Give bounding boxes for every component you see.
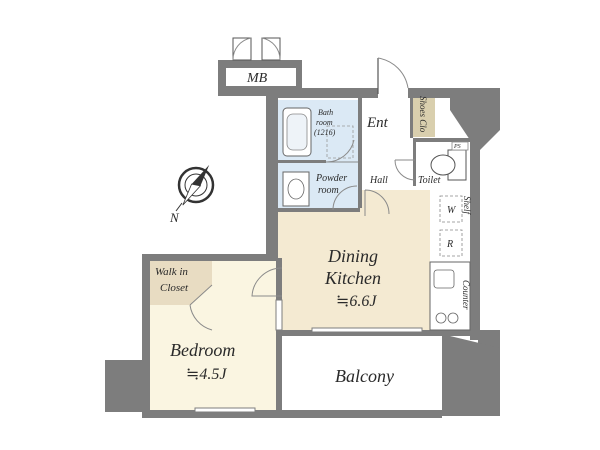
fridge-r-label: R [446,239,453,250]
dining-label: Dining [327,246,378,266]
walk-in-closet-floor [150,260,212,305]
bathroom-size-label: (1216) [314,128,336,137]
powder-room-label-2: room [318,185,339,196]
wall-bedroom-corner [105,360,142,412]
wall-mb-right [296,60,302,96]
entrance-label: Ent [366,115,389,131]
wall-dining-bottom [278,330,478,336]
balcony-floor [282,336,442,412]
wall-top [266,88,378,98]
fixtures [282,107,471,331]
wall-right-corner [450,88,500,150]
wash-basin-icon [282,171,310,207]
counter-label: Counter [461,280,471,310]
bathroom-label-2: room [316,118,333,127]
floor-fills [150,92,475,412]
mb-label: MB [246,71,268,86]
powder-door-icon [332,185,358,211]
hall-label: Hall [369,175,388,186]
closet-door-icon [189,284,213,331]
wall-mb-left [218,60,226,96]
toilet-icon [430,149,467,181]
walls [105,60,500,418]
toilet-door-icon [394,159,416,181]
bedroom-label: Bedroom [170,340,235,360]
wall-bath-mid [278,160,326,163]
compass-north-label: N [169,210,180,225]
window-bedroom-bottom [194,407,256,413]
balcony-label: Balcony [335,366,394,386]
washer-icon [326,125,354,159]
shoes-closet-floor [413,92,435,137]
wall-top-right [408,88,450,98]
doors [189,37,416,331]
bathroom-label-1: Bath [318,108,333,117]
shelf-label: Shelf [462,196,472,215]
bathtub-icon [282,107,312,157]
fridge-space-r [439,229,463,257]
compass-icon [175,164,215,212]
wall-bedroom-left [142,258,150,412]
room-labels: MB Ent Shoes Clo Bath room (1216) PS Pow… [155,71,472,386]
wall-bath-right [358,98,362,208]
washer-space-w [439,195,463,223]
window-bedroom-right [275,299,283,331]
ps-box [451,141,469,151]
window-dining-bottom [311,327,423,333]
toilet-label: Toilet [418,175,441,186]
wall-shoes [410,92,413,138]
wall-bottom [142,410,442,418]
wall-upper-left [266,88,278,258]
ps-label: PS [453,144,461,150]
entrance-door-icon [377,57,409,94]
dining-kitchen-floor [278,210,430,330]
wall-right-lower [478,330,500,348]
powder-room-label-1: Powder [315,173,347,184]
mb-door-icon [232,37,281,61]
shoes-closet-label: Shoes Clo [418,96,428,133]
wall-bedroom-top [142,254,278,261]
washer-w-label: W [447,205,457,216]
hall-door-icon [364,189,390,216]
kitchen-counter [429,261,471,331]
walk-in-closet-label-1: Walk in [155,266,188,278]
wall-toilet-top [415,138,473,142]
bedroom-size-label: ≒4.5J [186,366,227,383]
windows [194,299,423,413]
wall-toilet-left [413,138,416,186]
bath-door-icon [325,139,358,163]
wall-balcony-right [442,336,500,416]
hall-floor [360,95,415,190]
walk-in-closet-label-2: Closet [160,282,189,294]
wall-mb-bottom [218,86,300,96]
bedroom-door-icon [251,267,283,297]
wall-bath-bottom [278,208,360,212]
wall-mb-top [218,60,300,68]
dining-kitchen-size-label: ≒6.6J [336,293,377,310]
wall-right [470,140,480,340]
kitchen-label: Kitchen [324,268,381,288]
